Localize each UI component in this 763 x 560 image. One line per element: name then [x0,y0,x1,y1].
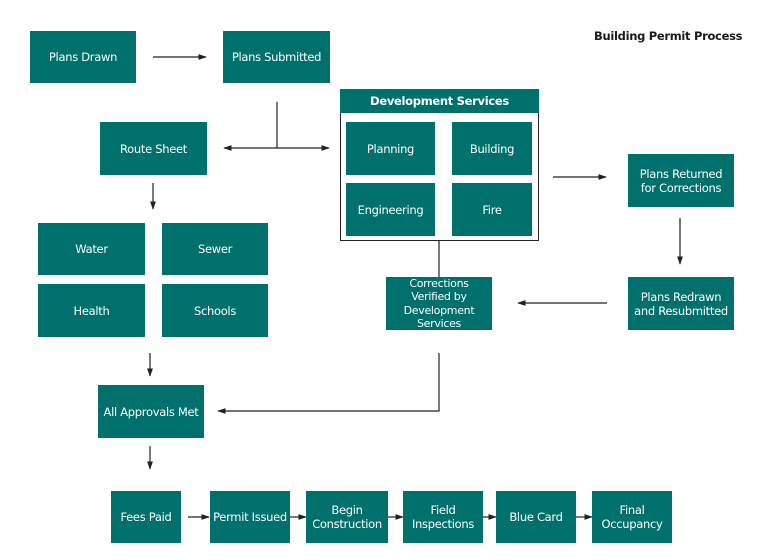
node-blue-card[interactable]: Blue Card [496,491,576,543]
node-plans-returned[interactable]: Plans Returned for Corrections [628,154,734,207]
edge-verified-to-approvals [217,353,440,414]
node-plans-redrawn[interactable]: Plans Redrawn and Resubmitted [628,277,734,330]
node-water[interactable]: Water [38,223,145,275]
diagram-title: Building Permit Process [594,29,743,43]
node-plans-submitted[interactable]: Plans Submitted [223,31,330,83]
node-fire[interactable]: Fire [452,183,532,236]
node-schools[interactable]: Schools [162,284,268,337]
node-begin-construction[interactable]: Begin Construction [306,491,388,543]
node-field-inspections[interactable]: Field Inspections [403,491,483,543]
node-all-approvals-met[interactable]: All Approvals Met [98,385,204,438]
node-health[interactable]: Health [38,284,145,337]
node-building[interactable]: Building [452,122,532,175]
node-corrections-verified[interactable]: Corrections Verified by Development Serv… [386,277,492,330]
node-fees-paid[interactable]: Fees Paid [111,491,181,543]
node-permit-issued[interactable]: Permit Issued [210,491,290,543]
node-sewer[interactable]: Sewer [162,223,268,275]
development-services-header[interactable]: Development Services [340,89,539,113]
node-final-occupancy[interactable]: Final Occupancy [592,491,672,543]
node-route-sheet[interactable]: Route Sheet [100,122,207,175]
node-planning[interactable]: Planning [346,122,435,175]
node-plans-drawn[interactable]: Plans Drawn [30,31,136,83]
node-engineering[interactable]: Engineering [346,183,435,236]
